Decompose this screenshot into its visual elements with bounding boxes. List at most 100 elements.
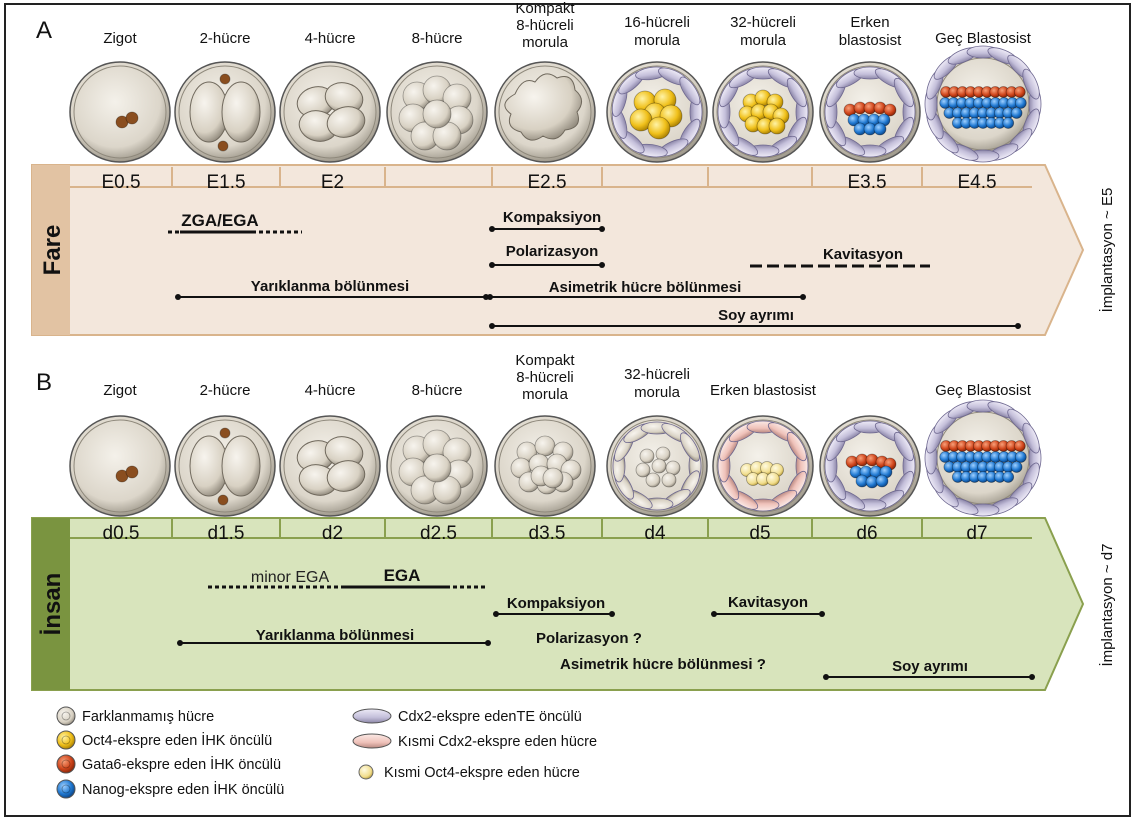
event-asymmetric-b-label: Asimetrik hücre bölünmesi ? — [560, 656, 766, 673]
day-label: E2 — [321, 172, 344, 193]
event-cleavage-b-label: Yarıklanma bölünmesi — [256, 627, 414, 644]
stage-label-morula-16: morula — [634, 384, 681, 401]
day-label: d4 — [644, 523, 666, 544]
stage-label-four-cell: 4-hücre — [305, 30, 356, 47]
panel-b-embryos — [70, 398, 1043, 517]
day-label: E3.5 — [847, 172, 886, 193]
day-label: d5 — [749, 523, 770, 544]
day-label: E4.5 — [957, 172, 996, 193]
panel-a-embryos — [70, 44, 1043, 163]
panel-b-species-label: İnsan — [39, 573, 66, 636]
stage-label-morula-16: 16-hücreli — [624, 14, 690, 31]
day-label: d3.5 — [529, 523, 566, 544]
stage-label-late-blastocyst: Geç Blastosist — [935, 30, 1032, 47]
stage-label-compact-morula: Kompakt — [515, 0, 575, 17]
legend-item: Kısmi Cdx2-ekspre eden hücre — [353, 734, 597, 750]
event-compaction-label: Kompaksiyon — [503, 209, 601, 226]
cdx2-te-icon — [353, 709, 391, 723]
panel-b-eight-cell-embryo — [387, 416, 487, 516]
panel-a-four-cell-embryo — [280, 62, 380, 162]
stage-label-compact-morula: morula — [522, 34, 569, 51]
day-label: d7 — [966, 523, 987, 544]
panel-a-stage-labels: Zigot 2-hücre 4-hücre 8-hücre Kompakt8-hücre… — [103, 0, 1031, 51]
stage-label-two-cell: 2-hücre — [200, 30, 251, 47]
stage-label-morula-16: morula — [634, 32, 681, 49]
event-polarization-label: Polarizasyon — [506, 243, 599, 260]
day-label: E1.5 — [206, 172, 245, 193]
event-lineage-b-label: Soy ayrımı — [892, 658, 968, 675]
day-label: E2.5 — [527, 172, 566, 193]
event-compaction-b-label: Kompaksiyon — [507, 595, 605, 612]
event-polarization-b-label: Polarizasyon ? — [536, 630, 642, 647]
oct4-cell-icon — [57, 731, 75, 749]
legend-text: Kısmi Cdx2-ekspre eden hücre — [398, 734, 597, 750]
partial-oct4-icon — [359, 765, 373, 779]
panel-b-compact-morula-embryo — [495, 416, 595, 516]
panel-a-timeline: Fare E0.5 E1.5 E2 E2.5 E3.5 E4.5 ZGA/EGA Komp… — [32, 165, 1083, 335]
panel-b-stage-labels: Zigot 2-hücre 4-hücre 8-hücre Kompakt8-hücre… — [103, 352, 1031, 403]
partial-cdx2-icon — [353, 734, 391, 748]
legend-text: Farklanmamış hücre — [82, 709, 214, 725]
stage-label-late-blastocyst: Geç Blastosist — [935, 382, 1032, 399]
stage-label-compact-morula: morula — [522, 386, 569, 403]
gata6-cell-icon — [57, 755, 75, 773]
panel-a-late-blastocyst-embryo — [923, 44, 1042, 163]
panel-a-morula-32-embryo — [713, 62, 813, 162]
legend-item: Kısmi Oct4-ekspre eden hücre — [359, 765, 580, 781]
day-label: E0.5 — [101, 172, 140, 193]
panel-a-compact-morula-embryo — [495, 62, 595, 162]
legend-text: Kısmi Oct4-ekspre eden hücre — [384, 765, 580, 781]
panel-a-species-label: Fare — [39, 225, 66, 276]
panel-a-implantation-label: İmplantasyon ~ E5 — [1098, 188, 1116, 313]
legend-item: Nanog-ekspre eden İHK öncülü — [57, 780, 284, 798]
stage-label-eight-cell: 8-hücre — [412, 30, 463, 47]
stage-label-morula-32: morula — [740, 32, 787, 49]
event-cavitation-label: Kavitasyon — [823, 246, 903, 263]
stage-label-morula-16: 32-hücreli — [624, 366, 690, 383]
panel-b-implantation-label: İmplantasyon ~ d7 — [1098, 544, 1116, 667]
stage-label-zygote: Zigot — [103, 30, 137, 47]
nanog-cell-icon — [57, 780, 75, 798]
undifferentiated-cell-icon — [57, 707, 75, 725]
stage-label-two-cell: 2-hücre — [200, 382, 251, 399]
stage-label-compact-morula: 8-hücreli — [516, 369, 574, 386]
stage-label-compact-morula: Kompakt — [515, 352, 575, 369]
event-asymmetric-label: Asimetrik hücre bölünmesi — [549, 279, 742, 296]
legend-item: Gata6-ekspre eden İHK öncülü — [57, 755, 281, 773]
stage-label-zygote: Zigot — [103, 382, 137, 399]
stage-label-morula-32: Erken blastosist — [710, 382, 817, 399]
stage-label-eight-cell: 8-hücre — [412, 382, 463, 399]
event-zga-label: ZGA/EGA — [181, 211, 258, 230]
stage-label-compact-morula: 8-hücreli — [516, 17, 574, 34]
stage-label-four-cell: 4-hücre — [305, 382, 356, 399]
panel-b-letter: B — [36, 369, 52, 396]
stage-label-early-blastocyst: blastosist — [839, 32, 902, 49]
legend-text: Oct4-ekspre eden İHK öncülü — [82, 731, 272, 749]
panel-a-morula-16-embryo — [607, 62, 707, 162]
event-lineage-label: Soy ayrımı — [718, 307, 794, 324]
legend-item: Farklanmamış hücre — [57, 707, 214, 725]
legend-item: Oct4-ekspre eden İHK öncülü — [57, 731, 272, 749]
stage-label-morula-32: 32-hücreli — [730, 14, 796, 31]
panel-b-two-cell-embryo — [175, 416, 275, 516]
day-label: d6 — [856, 523, 877, 544]
day-label: d0.5 — [103, 523, 140, 544]
panel-a-letter: A — [36, 17, 52, 44]
day-label: d2 — [322, 523, 343, 544]
event-cavitation-b-label: Kavitasyon — [728, 594, 808, 611]
panel-a-two-cell-embryo — [175, 62, 275, 162]
panel-a-early-blastocyst-embryo — [820, 62, 920, 162]
panel-b-late-blastocyst-embryo — [923, 398, 1042, 517]
panel-b-early-blastocyst-embryo — [820, 416, 920, 516]
legend-text: Cdx2-ekspre edenTE öncülü — [398, 709, 582, 725]
panel-a-day-labels: E0.5 E1.5 E2 E2.5 E3.5 E4.5 — [101, 172, 996, 193]
panel-b-morula-16-embryo — [607, 416, 707, 516]
event-ega-label: EGA — [384, 566, 421, 585]
panel-a-zygote-embryo — [70, 62, 170, 162]
panel-b-zygote-embryo — [70, 416, 170, 516]
panel-b-four-cell-embryo — [280, 416, 380, 516]
event-minor-ega-label: minor EGA — [251, 569, 330, 586]
